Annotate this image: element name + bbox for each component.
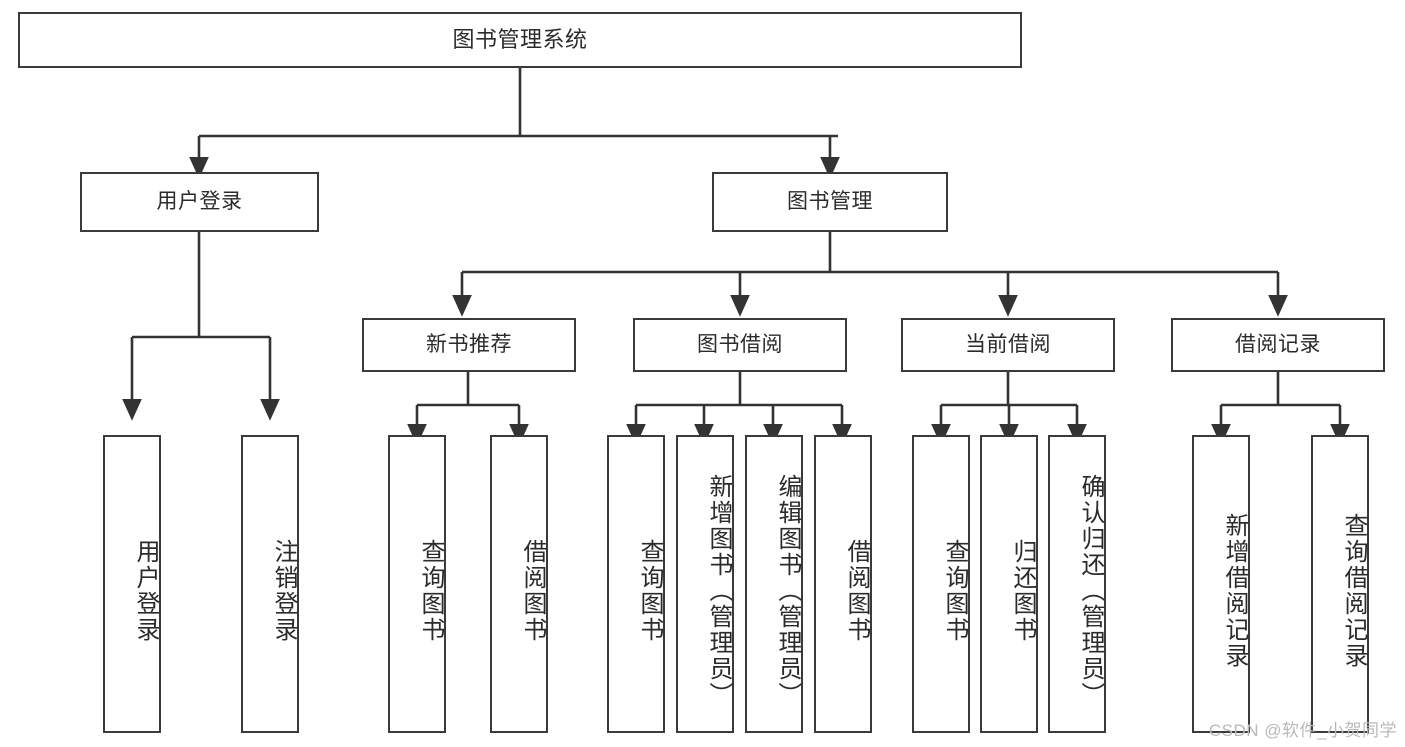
node-label: 图书管理	[787, 189, 873, 213]
node-label: 查询图书	[636, 539, 663, 643]
node-label: 查询借阅记录	[1340, 513, 1367, 669]
node-label: 新书推荐	[426, 332, 512, 356]
node-borrow-record[interactable]: 借阅记录	[1171, 318, 1385, 372]
watermark-csdn: CSDN @软件_小贺同学	[1208, 721, 1397, 740]
node-label: 用户登录	[156, 189, 243, 213]
node-label: 编辑图书（管理员）	[774, 474, 801, 708]
node-label: 借阅图书	[843, 539, 870, 643]
leaf-return-book[interactable]: 归还图书	[980, 435, 1038, 733]
node-label: 查询图书	[941, 539, 968, 643]
leaf-add-borrow-record[interactable]: 新增借阅记录	[1192, 435, 1250, 733]
node-label: 图书管理系统	[452, 27, 588, 53]
leaf-borrow-book-recommend[interactable]: 借阅图书	[490, 435, 548, 733]
node-user-login[interactable]: 用户登录	[80, 172, 319, 232]
leaf-confirm-return-admin[interactable]: 确认归还（管理员）	[1048, 435, 1106, 733]
leaf-user-logout[interactable]: 注销登录	[241, 435, 299, 733]
node-current-borrow[interactable]: 当前借阅	[901, 318, 1115, 372]
leaf-borrow-book[interactable]: 借阅图书	[814, 435, 872, 733]
node-book-borrow[interactable]: 图书借阅	[633, 318, 847, 372]
node-root-book-management-system[interactable]: 图书管理系统	[18, 12, 1022, 68]
node-label: 图书借阅	[697, 332, 783, 356]
leaf-query-book-borrow[interactable]: 查询图书	[607, 435, 665, 733]
leaf-query-book-recommend[interactable]: 查询图书	[388, 435, 446, 733]
leaf-query-book-current[interactable]: 查询图书	[912, 435, 970, 733]
node-label: 新增借阅记录	[1221, 513, 1248, 669]
node-label: 确认归还（管理员）	[1077, 474, 1104, 708]
node-label: 查询图书	[417, 539, 444, 643]
leaf-query-borrow-record[interactable]: 查询借阅记录	[1311, 435, 1369, 733]
node-label: 用户登录	[132, 539, 159, 643]
leaf-edit-book-admin[interactable]: 编辑图书（管理员）	[745, 435, 803, 733]
node-label: 当前借阅	[965, 332, 1051, 356]
node-label: 借阅记录	[1235, 332, 1321, 356]
node-label: 借阅图书	[519, 539, 546, 643]
leaf-user-login[interactable]: 用户登录	[103, 435, 161, 733]
node-label: 注销登录	[270, 539, 297, 643]
node-book-management[interactable]: 图书管理	[712, 172, 948, 232]
node-label: 新增图书（管理员）	[705, 474, 732, 708]
leaf-add-book-admin[interactable]: 新增图书（管理员）	[676, 435, 734, 733]
node-new-book-recommend[interactable]: 新书推荐	[362, 318, 576, 372]
node-label: 归还图书	[1009, 539, 1036, 643]
